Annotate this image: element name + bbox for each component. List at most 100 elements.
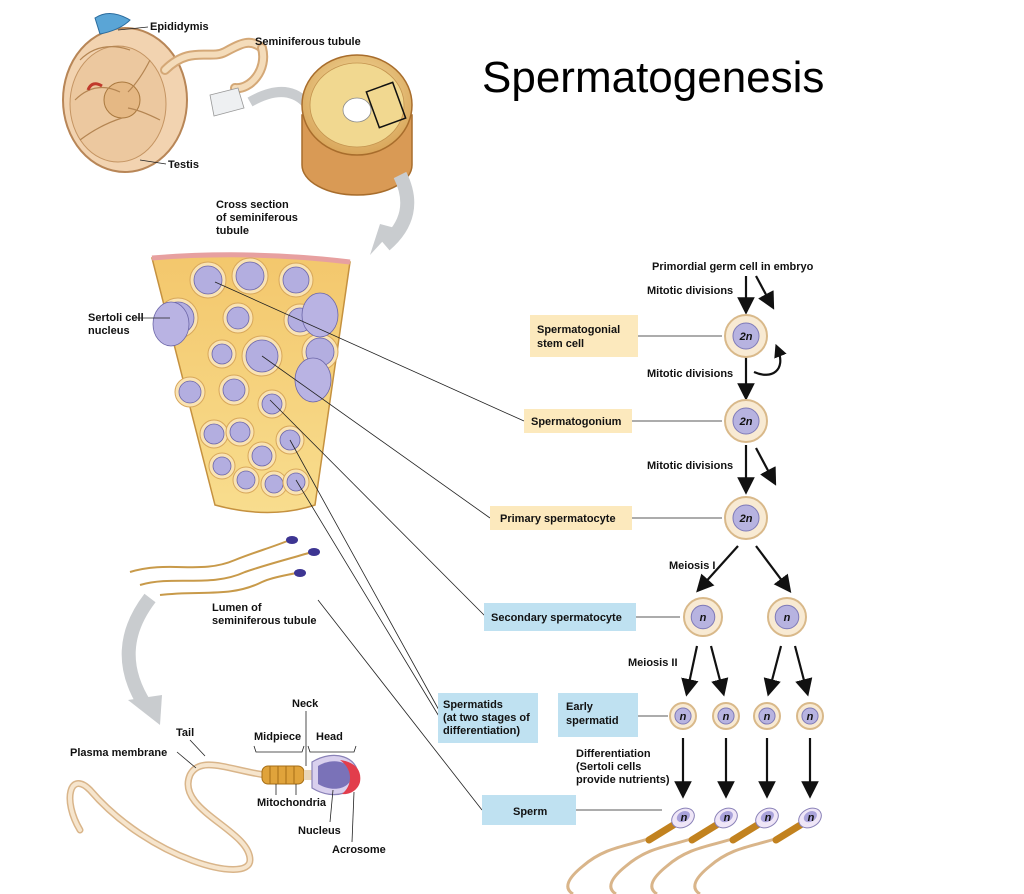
sertoli-nucleus-1 (152, 301, 190, 347)
stage-box-sperm (482, 795, 576, 825)
stage-stem-cell-1: Spermatogonial (537, 324, 620, 336)
wedge-cell-3 (278, 262, 314, 298)
wedge-cell-20 (282, 468, 310, 496)
leader-lines (214, 281, 525, 811)
label-nucleus: Nucleus (298, 825, 341, 837)
label-epididymis: Epididymis (150, 21, 209, 33)
stage-box-stem-cell (530, 315, 638, 357)
flow-differentiation-1: Differentiation (576, 748, 651, 760)
sertoli-nucleus-3 (294, 357, 332, 403)
cell-spermatogonium: 2n (724, 399, 768, 443)
wedge-cell-2 (231, 257, 269, 295)
cross-section-tubule (301, 54, 413, 196)
cell-spermatid-4-ploidy: n (807, 711, 814, 723)
flow-arrows (674, 275, 819, 799)
wedge-cell-10 (174, 376, 206, 408)
sertoli-nucleus-2 (301, 292, 339, 338)
cell-stem-ploidy: 2n (739, 331, 753, 343)
cell-spermatid-3: n (753, 702, 781, 730)
mature-sperm-1-ploidy: n (681, 812, 688, 824)
label-cross-section-1: Cross section (216, 199, 289, 211)
wedge-cell-12 (257, 389, 287, 419)
mature-sperm-4: n (693, 807, 822, 894)
wedge-cell-11 (218, 374, 250, 406)
label-sertoli-1: Sertoli cell (88, 312, 144, 324)
stage-spermatids-2: (at two stages of (443, 712, 530, 724)
flow-mitotic-3: Mitotic divisions (647, 460, 733, 472)
label-cross-section-3: tubule (216, 225, 249, 237)
mature-sperm-2-ploidy: n (724, 812, 731, 824)
cell-secondary-spermatocyte-right-ploidy: n (784, 612, 791, 624)
cell-spermatogonium-ploidy: 2n (739, 416, 753, 428)
sperm-anatomy (66, 754, 361, 873)
mature-sperm-3-ploidy: n (765, 812, 772, 824)
label-mitochondria: Mitochondria (257, 797, 327, 809)
flow-differentiation-2: (Sertoli cells (576, 761, 641, 773)
flow-meiosis-1: Meiosis I (669, 560, 715, 572)
cell-stages: 2n 2n 2n n n n n n n (669, 314, 824, 730)
label-neck: Neck (292, 698, 319, 710)
wedge-cell-13 (199, 419, 229, 449)
stage-stem-cell-2: stem cell (537, 338, 584, 350)
cell-spermatid-4: n (796, 702, 824, 730)
cell-secondary-spermatocyte-left-ploidy: n (700, 612, 707, 624)
flow-primordial: Primordial germ cell in embryo (652, 261, 814, 273)
stage-early-spermatid-1: Early (566, 701, 594, 713)
label-plasma-membrane: Plasma membrane (70, 747, 167, 759)
cell-spermatid-3-ploidy: n (764, 711, 771, 723)
cell-primary-spermatocyte: 2n (724, 496, 768, 540)
label-sertoli-2: nucleus (88, 325, 130, 337)
wedge-cell-18 (232, 466, 260, 494)
flow-mitotic-1: Mitotic divisions (647, 285, 733, 297)
mature-sperm-3: n (650, 807, 779, 894)
lumen-sperm (129, 536, 320, 596)
label-seminiferous-tubule: Seminiferous tubule (255, 36, 361, 48)
cell-secondary-spermatocyte-right: n (767, 597, 807, 637)
cell-secondary-spermatocyte-left: n (683, 597, 723, 637)
flow-differentiation-3: provide nutrients) (576, 774, 670, 786)
mature-sperm-1: n (566, 807, 695, 894)
stage-spermatogonium: Spermatogonium (531, 416, 622, 428)
wedge-cell-14 (225, 417, 255, 447)
stage-box-secondary (484, 603, 636, 631)
page-title: Spermatogenesis (482, 53, 824, 102)
label-lumen-2: seminiferous tubule (212, 615, 317, 627)
label-testis: Testis (168, 159, 199, 171)
wedge-cell-8 (207, 339, 237, 369)
label-cross-section-2: of seminiferous (216, 212, 298, 224)
stage-box-primary (490, 506, 632, 530)
zoom-arrow-2 (380, 171, 415, 251)
cell-spermatid-1: n (669, 702, 697, 730)
stage-box-spermatids (438, 693, 538, 743)
mature-sperm-4-ploidy: n (808, 812, 815, 824)
flow-meiosis-2: Meiosis II (628, 657, 678, 669)
label-tail: Tail (176, 727, 194, 739)
flow-mitotic-2: Mitotic divisions (647, 368, 733, 380)
zoom-arrow-1 (247, 87, 309, 107)
label-acrosome: Acrosome (332, 844, 386, 856)
cell-spermatid-2-ploidy: n (723, 711, 730, 723)
zoom-arrow-3 (121, 593, 156, 709)
cell-primary-spermatocyte-ploidy: 2n (739, 513, 753, 525)
stage-sperm: Sperm (513, 806, 547, 818)
stage-spermatids-1: Spermatids (443, 699, 503, 711)
wedge-cell-17 (208, 452, 236, 480)
stage-primary-spermatocyte: Primary spermatocyte (500, 513, 616, 525)
stage-box-spermatogonium (524, 409, 632, 433)
label-midpiece: Midpiece (254, 731, 301, 743)
mature-sperm-2: n (609, 807, 738, 894)
tubule-wedge (151, 252, 351, 514)
label-lumen-1: Lumen of (212, 602, 262, 614)
wedge-cell-5 (222, 302, 254, 334)
wedge-cell-1 (189, 261, 227, 299)
testis-illustration (62, 13, 269, 173)
cell-stem: 2n (724, 314, 768, 358)
stage-early-spermatid-2: spermatid (566, 715, 619, 727)
stage-box-early-spermatid (558, 693, 638, 737)
stage-spermatids-3: differentiation) (443, 725, 520, 737)
cell-spermatid-2: n (712, 702, 740, 730)
cell-spermatid-1-ploidy: n (680, 711, 687, 723)
wedge-cell-16 (247, 441, 277, 471)
